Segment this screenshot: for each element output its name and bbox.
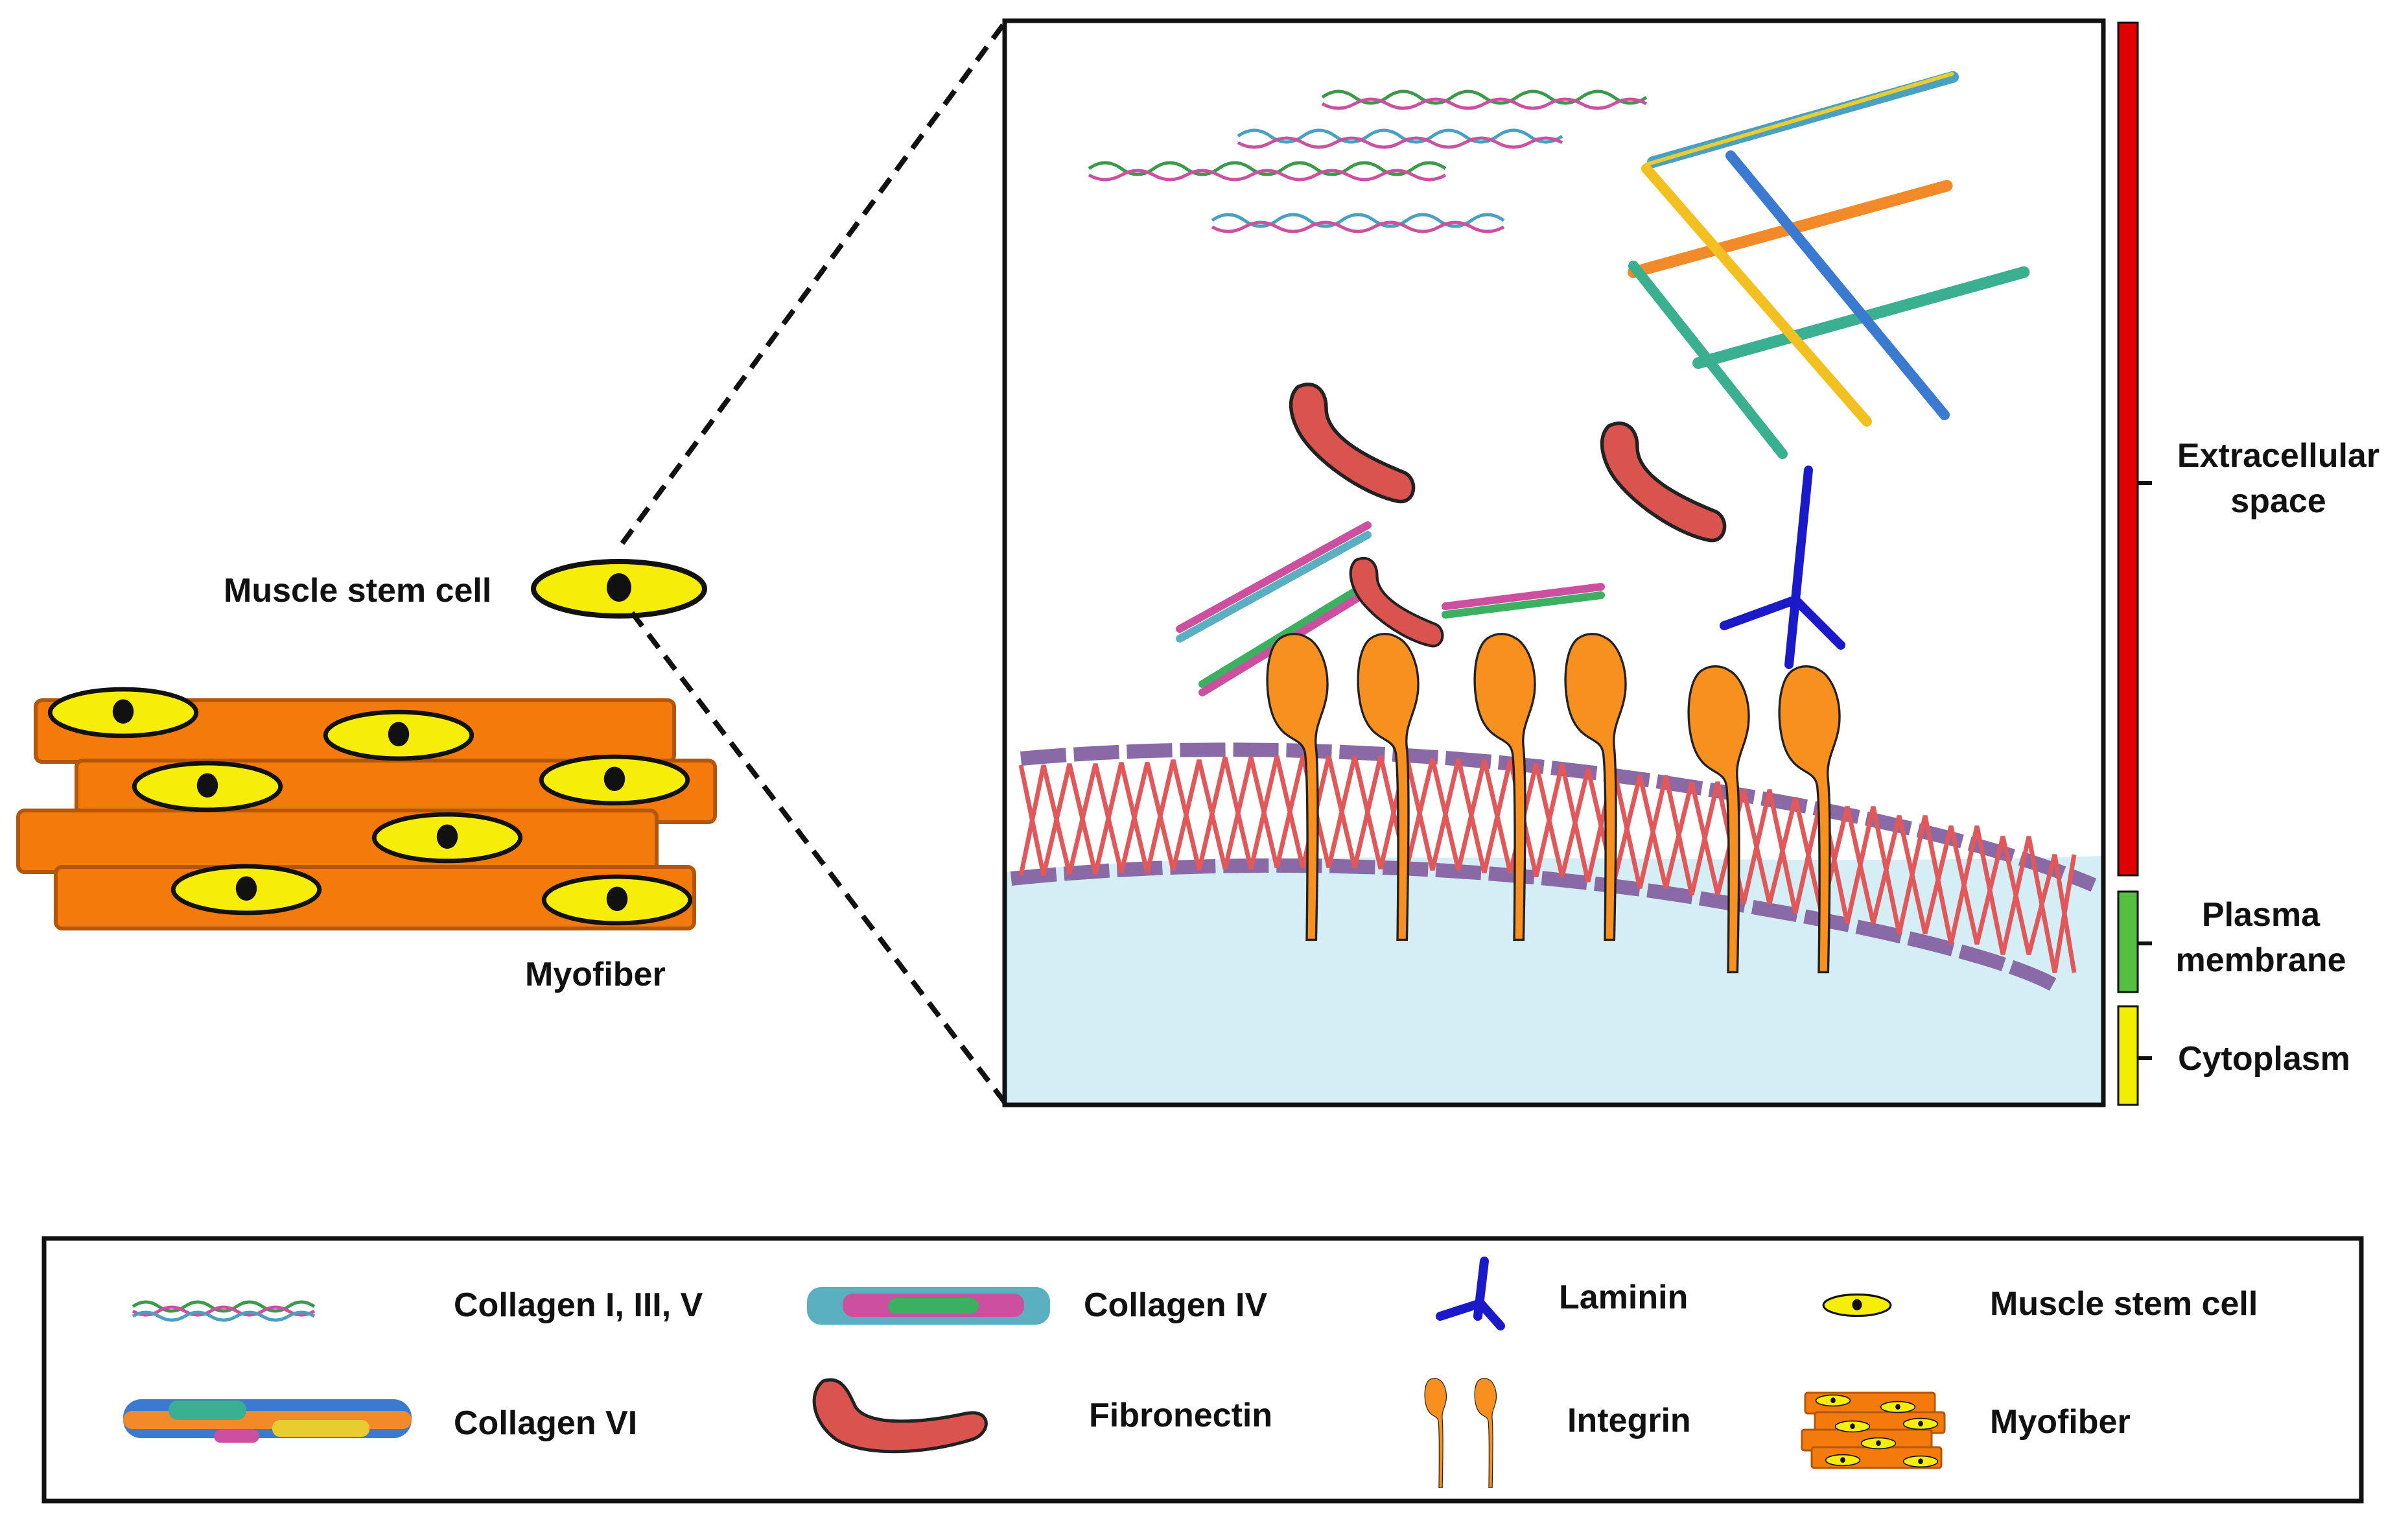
collagen-i-iii-v-icon [132,1300,316,1322]
zoom-panel [1002,18,2106,1107]
collagen-iv-icon [807,1287,1050,1325]
legend-integrin: Integrin [1567,1402,1691,1439]
laminin-icon [1436,1257,1505,1331]
zoom-line-bottom [629,611,1007,1104]
membrane-label-1: Plasma [2202,896,2320,934]
membrane-bar [2117,890,2139,993]
extracellular-label-2: space [2230,482,2326,520]
legend-box [41,1236,2364,1504]
membrane-label-2: membrane [2176,941,2346,979]
cytoplasm-label: Cytoplasm [2178,1040,2350,1078]
plasma-membrane [1010,742,2097,992]
legend-laminin: Laminin [1559,1279,1688,1316]
zoom-line-top [620,21,1007,545]
legend-myofiber: Myofiber [1990,1403,2131,1441]
muscle-stem-cell-icon [1822,1293,1892,1318]
zoom-box-border [1002,18,2106,1107]
stem-cell-group: Muscle stem cell [224,562,705,616]
cytoplasm-bar [2117,1005,2139,1106]
extracellular-label-1: Extracellular [2177,437,2379,475]
myofiber-bundle: Myofiber [16,689,717,993]
collagen-vi-icon [123,1399,412,1443]
collagen-i-iii-v-fibrils [1088,89,1648,233]
extracellular-bar [2117,21,2139,877]
legend: Collagen I, III, V Collagen IV Laminin M… [41,1236,2364,1504]
collagen-iv-fibrils [1176,521,1605,696]
region-brackets: Extracellular space Plasma membrane Cyto… [2117,21,2379,1106]
legend-collagen-6: Collagen VI [454,1404,637,1442]
legend-collagen-1-3-5: Collagen I, III, V [454,1286,703,1324]
laminin-icon [1720,466,1845,669]
collagen-vi-network [1628,71,2030,459]
legend-muscle-stem-cell: Muscle stem cell [1990,1285,2258,1323]
stem-cell-label: Muscle stem cell [224,572,491,609]
fibronectin-icon [812,1378,988,1454]
myofiber-icon [1801,1391,1946,1469]
legend-fibronectin: Fibronectin [1089,1397,1272,1434]
legend-collagen-4: Collagen IV [1084,1286,1267,1324]
myofiber-label: Myofiber [525,956,666,993]
muscle-stem-cell-icon [533,562,705,616]
